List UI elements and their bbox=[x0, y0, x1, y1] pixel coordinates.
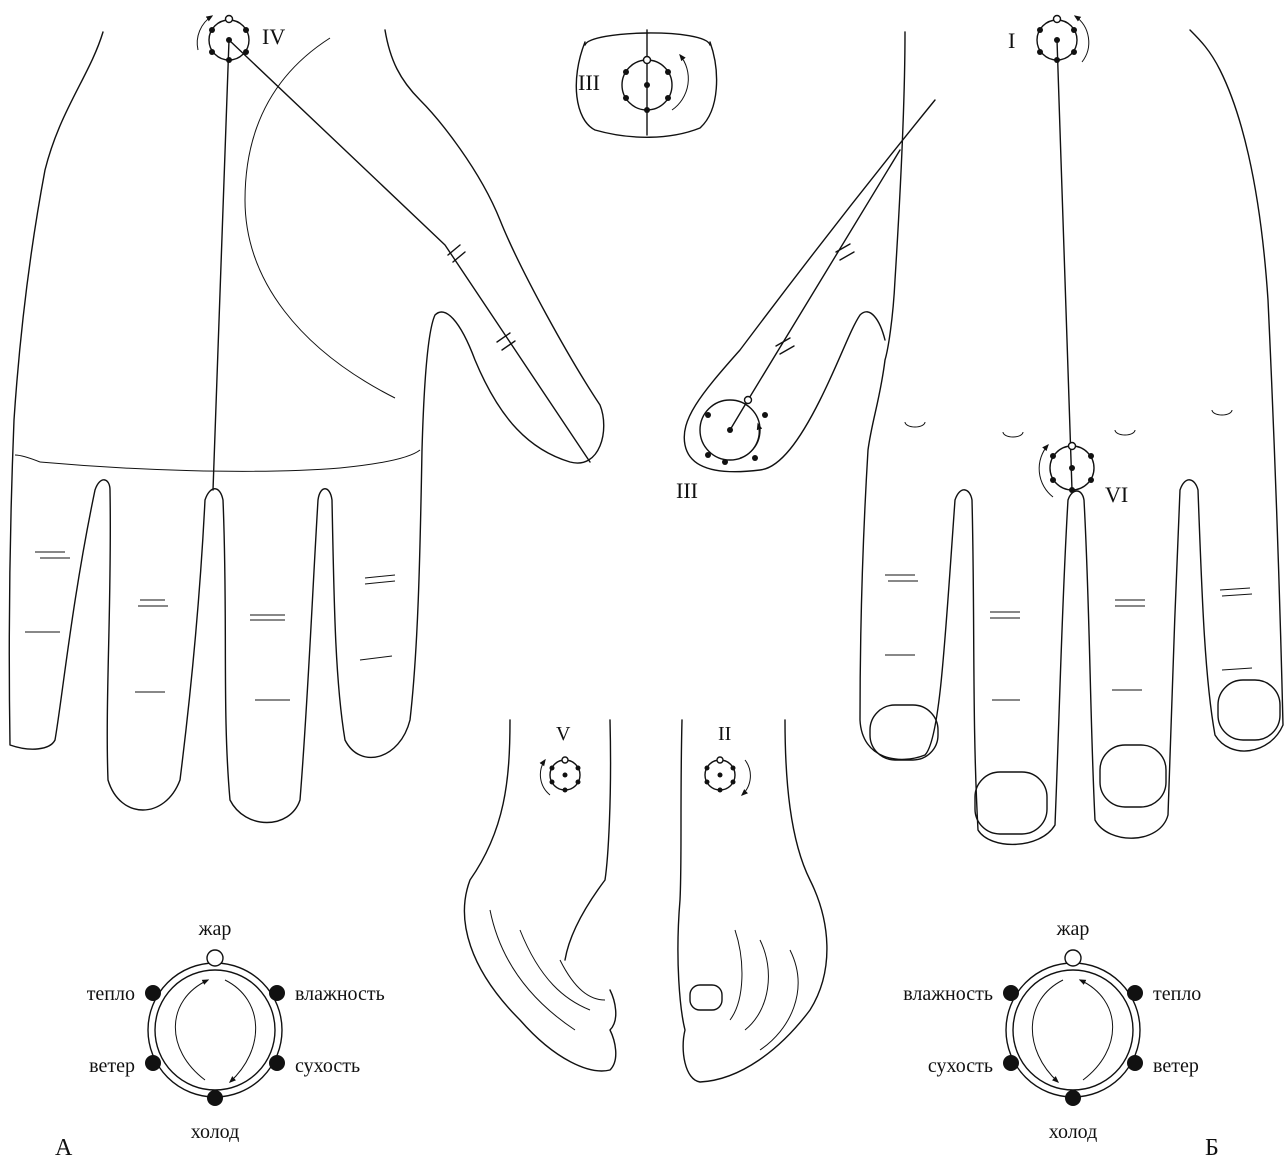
wrist-right-outline bbox=[677, 719, 828, 1083]
point-VI-marker bbox=[1038, 441, 1095, 498]
panel-A-label: А bbox=[55, 1135, 73, 1158]
left-meridian-lines bbox=[212, 39, 591, 491]
legend-B-circle bbox=[1003, 949, 1143, 1106]
point-I-label: I bbox=[1008, 28, 1015, 53]
right-hand-outline bbox=[859, 29, 1284, 846]
legend-B-upper-right: тепло bbox=[1153, 983, 1201, 1005]
legend-A-upper-left: тепло bbox=[87, 983, 135, 1005]
wrist-left-outline bbox=[463, 719, 617, 1072]
thumb-right-meridian bbox=[699, 149, 901, 465]
legend-A-lower-left: ветер bbox=[89, 1055, 135, 1077]
right-meridian-line bbox=[1056, 39, 1073, 491]
legend-B-bottom: холод bbox=[1049, 1121, 1098, 1143]
legend-B-lower-left: сухость bbox=[928, 1055, 993, 1077]
legend-A-top: жар bbox=[198, 918, 232, 940]
point-I-marker bbox=[1036, 14, 1090, 63]
legend-A-lower-right: сухость bbox=[295, 1055, 360, 1077]
point-III-finger-label: III bbox=[676, 478, 698, 503]
right-hand-details bbox=[869, 409, 1281, 835]
point-VI-label: VI bbox=[1105, 482, 1128, 507]
panel-B-label: Б bbox=[1205, 1135, 1219, 1158]
left-hand-outline bbox=[8, 29, 605, 824]
point-IV-marker bbox=[196, 14, 250, 63]
thumb-tip-diagram bbox=[575, 29, 718, 138]
left-hand-details bbox=[14, 37, 421, 701]
legend-A-circle bbox=[145, 949, 285, 1106]
legend-B-upper-left: влажность bbox=[903, 983, 993, 1005]
thumb-right-outline bbox=[683, 99, 936, 473]
point-V-marker bbox=[539, 756, 581, 796]
point-III-top-label: III bbox=[578, 70, 600, 95]
point-II-label: II bbox=[718, 723, 731, 745]
legend-A-upper-right: влажность bbox=[295, 983, 385, 1005]
legend-A-bottom: холод bbox=[191, 1121, 240, 1143]
point-IV-label: IV bbox=[262, 24, 285, 49]
legend-B-top: жар bbox=[1056, 918, 1090, 940]
point-V-label: V bbox=[556, 723, 571, 745]
legend-B-lower-right: ветер bbox=[1153, 1055, 1199, 1077]
point-II-marker bbox=[704, 756, 751, 796]
